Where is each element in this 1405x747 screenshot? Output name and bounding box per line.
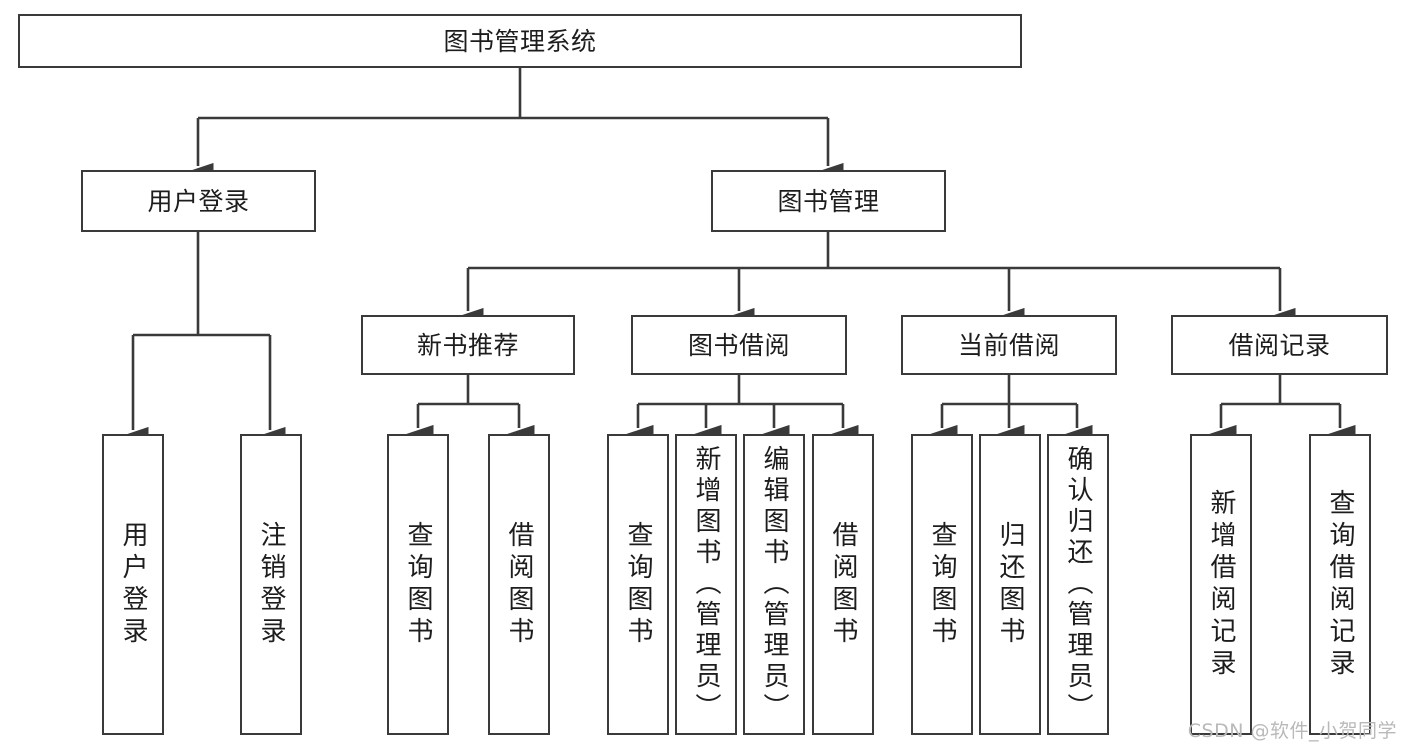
node-current-borrow[interactable]: 当前借阅 [901,315,1117,375]
leaf-add-book-admin[interactable]: 新增图书（管理员） [675,434,737,735]
node-label: 用户登录 [147,186,250,216]
leaf-borrow-book[interactable]: 借阅图书 [812,434,874,735]
node-label: 新增图书（管理员） [691,445,721,724]
node-book-management[interactable]: 图书管理 [711,170,946,232]
node-label: 用户登录 [118,520,148,649]
leaf-query-borrow-record[interactable]: 查询借阅记录 [1309,434,1371,735]
leaf-borrow-book-recommend[interactable]: 借阅图书 [488,434,550,735]
node-label: 确认归还（管理员） [1063,445,1093,724]
node-label: 借阅图书 [504,520,534,649]
leaf-add-borrow-record[interactable]: 新增借阅记录 [1190,434,1252,735]
node-user-login[interactable]: 用户登录 [81,170,316,232]
node-label: 查询图书 [623,520,653,649]
leaf-edit-book-admin[interactable]: 编辑图书（管理员） [743,434,805,735]
leaf-user-login[interactable]: 用户登录 [102,434,164,735]
node-label: 图书借阅 [687,330,790,360]
node-label: 注销登录 [256,520,286,649]
node-borrow-record[interactable]: 借阅记录 [1171,315,1388,375]
node-label: 查询图书 [403,520,433,649]
node-label: 图书管理系统 [443,26,597,56]
node-label: 编辑图书（管理员） [759,445,789,724]
node-book-borrow[interactable]: 图书借阅 [631,315,847,375]
node-label: 借阅记录 [1228,330,1331,360]
node-label: 归还图书 [995,520,1025,649]
node-new-book-recommend[interactable]: 新书推荐 [361,315,575,375]
watermark-text: CSDN @软件_小贺同学 [1187,720,1397,742]
node-label: 新增借阅记录 [1206,488,1236,681]
node-label: 图书管理 [777,186,880,216]
leaf-return-book[interactable]: 归还图书 [979,434,1041,735]
node-label: 借阅图书 [828,520,858,649]
leaf-query-book-recommend[interactable]: 查询图书 [387,434,449,735]
leaf-query-book-borrow[interactable]: 查询图书 [607,434,669,735]
node-label: 当前借阅 [957,330,1060,360]
leaf-query-book-current[interactable]: 查询图书 [911,434,973,735]
node-label: 新书推荐 [416,330,519,360]
leaf-logout-login[interactable]: 注销登录 [240,434,302,735]
node-label: 查询借阅记录 [1325,488,1355,681]
node-label: 查询图书 [927,520,957,649]
node-root-system[interactable]: 图书管理系统 [18,14,1022,68]
leaf-confirm-return-admin[interactable]: 确认归还（管理员） [1047,434,1109,735]
